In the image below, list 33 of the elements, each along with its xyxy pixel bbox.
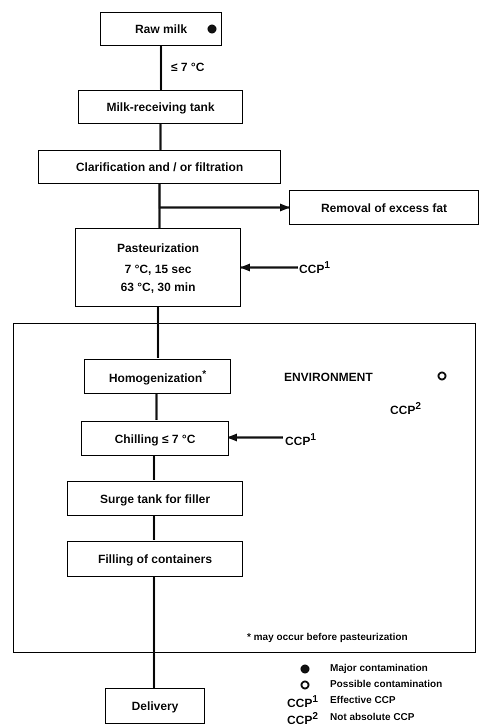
ccp-label: CCP$^{2}$ bbox=[287, 710, 318, 727]
note-text: Effective CCP bbox=[330, 694, 396, 708]
process-box: Clarification and / or filtration bbox=[38, 150, 281, 184]
environment-frame bbox=[13, 323, 476, 653]
ccp-label: CCP$^{1}$ bbox=[285, 430, 316, 449]
connector-line bbox=[159, 124, 162, 150]
process-box: Removal of excess fat bbox=[289, 190, 479, 225]
process-box: Homogenization$^{*}$ bbox=[84, 359, 231, 394]
connector-line bbox=[155, 393, 158, 420]
edge-label: ≤ 7 °C bbox=[169, 60, 206, 74]
process-box: Filling of containers bbox=[67, 541, 243, 577]
process-box: Surge tank for filler bbox=[67, 481, 243, 516]
arrow bbox=[158, 184, 290, 212]
process-box: Milk-receiving tank bbox=[78, 90, 243, 124]
arrow bbox=[227, 434, 283, 442]
connector-line bbox=[152, 576, 156, 688]
process-box: Raw milk bbox=[100, 12, 222, 46]
process-box: Pasteurization 7 °C, 15 sec 63 °C, 30 min bbox=[75, 228, 241, 307]
connector-line bbox=[156, 307, 160, 358]
ccp-label: CCP$^{2}$ bbox=[390, 400, 421, 417]
footnote: * may occur before pasteurization bbox=[247, 631, 408, 645]
connector-line bbox=[152, 455, 156, 480]
legend-label: Major contamination bbox=[330, 662, 428, 676]
connector-line bbox=[160, 46, 162, 90]
note-text: Not absolute CCP bbox=[330, 711, 414, 725]
ccp-label: CCP$^{1}$ bbox=[287, 693, 318, 710]
process-box: Chilling ≤ 7 °C bbox=[81, 421, 229, 456]
legend-label: Possible contamination bbox=[330, 678, 442, 692]
ccp-label: CCP$^{1}$ bbox=[299, 258, 330, 277]
connector-line bbox=[152, 515, 156, 540]
process-box: Delivery bbox=[105, 688, 205, 724]
group-title: ENVIRONMENT bbox=[284, 370, 373, 384]
arrow bbox=[240, 264, 298, 272]
